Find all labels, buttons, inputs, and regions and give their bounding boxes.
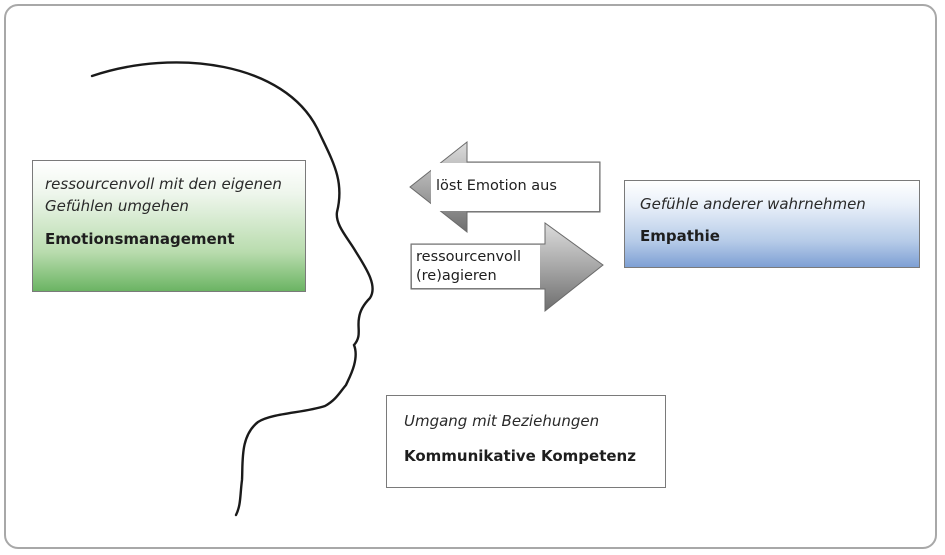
empathy-box: Gefühle anderer wahrnehmen Empathie	[624, 180, 920, 268]
communication-box: Umgang mit Beziehungen Kommunikative Kom…	[386, 395, 666, 488]
communication-title: Kommunikative Kompetenz	[404, 447, 636, 465]
right-arrow-label-line2: (re)agieren	[416, 268, 497, 284]
emotion-management-subtitle: ressourcenvoll mit den eigenen Gefühlen …	[45, 175, 282, 215]
communication-subtitle: Umgang mit Beziehungen	[404, 412, 600, 430]
left-arrow-label-bg	[431, 163, 599, 211]
right-arrow-label-bg	[412, 245, 540, 288]
right-arrow-label-line1: ressourcenvoll	[416, 249, 521, 265]
empathy-title: Empathie	[640, 227, 720, 245]
empathy-subtitle: Gefühle anderer wahrnehmen	[640, 195, 866, 213]
head-profile-outline	[90, 61, 374, 517]
emotion-management-title: Emotionsmanagement	[45, 230, 235, 248]
left-arrow-label: löst Emotion aus	[436, 178, 557, 194]
emotion-management-box: ressourcenvoll mit den eigenen Gefühlen …	[32, 160, 306, 292]
